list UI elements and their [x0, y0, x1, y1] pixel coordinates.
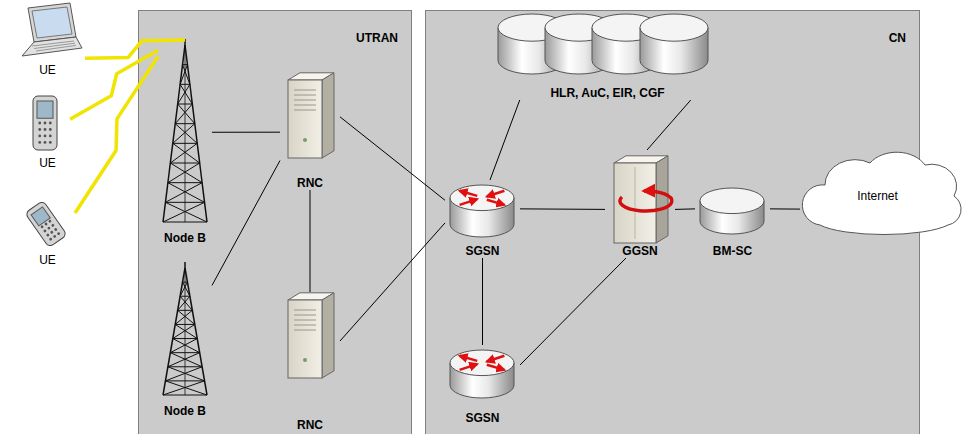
- router-symbol: [450, 350, 514, 398]
- node-label: Node B: [164, 232, 206, 245]
- node-label: SGSN: [465, 412, 499, 425]
- network-link: [340, 223, 445, 341]
- core-network-region: CN HLR, AuC, EIR, CGF SGSN GGSN BM-SC SGSN: [425, 10, 920, 434]
- phone-icon: [25, 200, 67, 247]
- bm-sc-server: BM-SC: [695, 180, 770, 258]
- user-equipment: UE: [10, 2, 85, 77]
- node-label: UE: [39, 157, 56, 170]
- node-b: Node B: [158, 262, 212, 418]
- antenna-tower: [163, 262, 207, 395]
- gateway-symbol: [614, 156, 672, 243]
- region-ground: [139, 11, 412, 434]
- network-link: [482, 258, 483, 345]
- rnc: RNC: [280, 292, 340, 432]
- node-label: GGSN: [622, 245, 657, 258]
- network-link: [212, 161, 280, 286]
- network-link: [310, 190, 311, 292]
- node-label: UE: [39, 254, 56, 267]
- region-label: UTRAN: [356, 32, 398, 45]
- rnc: RNC: [280, 72, 340, 190]
- database-cylinder: [640, 14, 708, 74]
- network-link: [490, 100, 520, 180]
- internet-cloud: Internet: [800, 155, 955, 237]
- network-link: [340, 117, 445, 200]
- laptop-icon: [22, 3, 82, 56]
- cloud-outline: [802, 152, 961, 234]
- network-link: [675, 208, 695, 210]
- rnc-server: [288, 73, 334, 158]
- utran-region: UTRAN Node B RNC Node B RNC: [138, 10, 412, 434]
- router-symbol: [450, 185, 514, 237]
- network-link: [212, 132, 280, 133]
- network-link: [520, 208, 605, 210]
- node-label: SGSN: [465, 245, 499, 258]
- region-label: CN: [889, 32, 906, 45]
- node-label: Internet: [857, 190, 898, 203]
- phone-icon: [33, 96, 57, 150]
- sgsn-router: SGSN: [445, 180, 520, 258]
- node-label: HLR, AuC, EIR, CGF: [550, 87, 664, 100]
- node-b: Node B: [158, 40, 212, 245]
- radio-link: [85, 40, 185, 58]
- node-label: RNC: [297, 177, 323, 190]
- user-equipment: UE: [20, 195, 75, 267]
- node-label: RNC: [297, 419, 323, 432]
- rnc-server: [288, 293, 334, 378]
- antenna-tower: [163, 39, 207, 222]
- database-group: HLR, AuC, EIR, CGF: [495, 12, 720, 100]
- node-label: BM-SC: [713, 245, 752, 258]
- server-cylinder: [700, 188, 764, 234]
- node-label: UE: [39, 64, 56, 77]
- ggsn-gateway: GGSN: [605, 150, 675, 258]
- network-link: [520, 258, 626, 365]
- user-equipment: UE: [25, 92, 70, 170]
- radio-link: [70, 50, 158, 119]
- sgsn-router: SGSN: [445, 345, 520, 425]
- radio-link: [75, 56, 158, 213]
- node-label: Node B: [164, 405, 206, 418]
- network-link: [647, 100, 691, 150]
- network-link: [770, 208, 800, 209]
